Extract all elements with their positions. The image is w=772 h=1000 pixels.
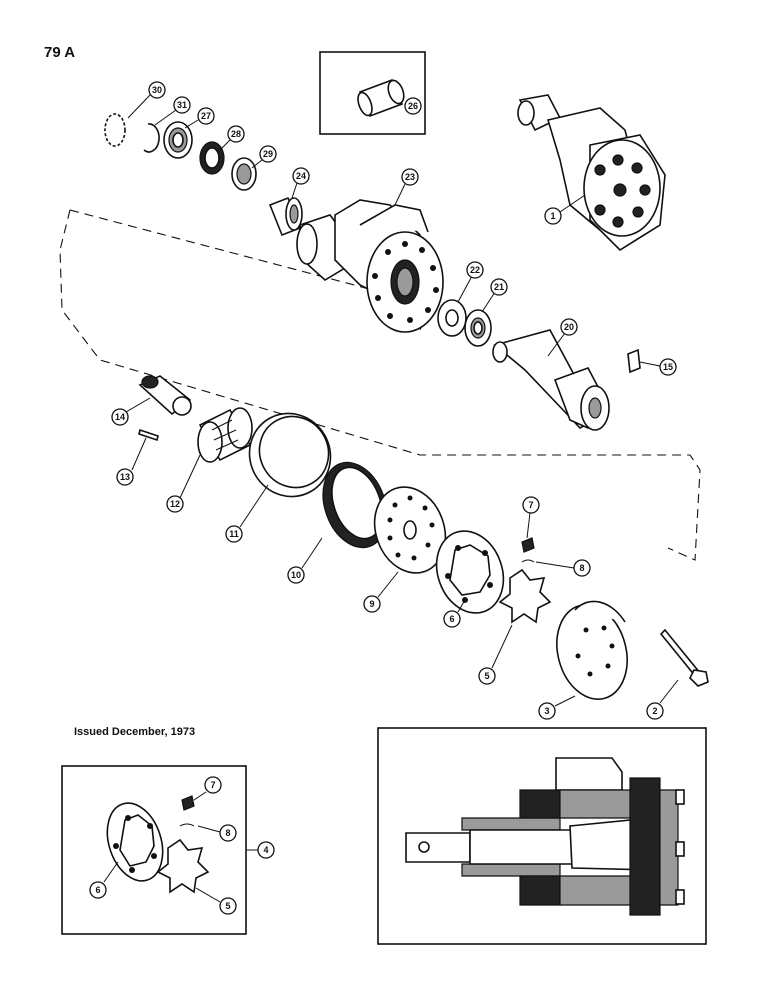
svg-text:5: 5	[225, 901, 230, 911]
callout-8: 8	[573, 559, 591, 577]
callout-3: 3	[538, 702, 556, 720]
svg-text:12: 12	[170, 499, 180, 509]
callout-7: 7	[522, 496, 540, 514]
svg-text:7: 7	[528, 500, 533, 510]
svg-text:11: 11	[229, 529, 239, 539]
svg-text:8: 8	[579, 563, 584, 573]
part-9-wear-plate	[373, 486, 447, 574]
svg-text:6: 6	[95, 885, 100, 895]
svg-text:10: 10	[291, 570, 301, 580]
inset-box-26	[319, 51, 426, 135]
callout-31: 31	[173, 96, 191, 114]
part-8-spring	[521, 559, 535, 563]
part-27-seal	[163, 121, 193, 159]
callout-5: 5	[478, 667, 496, 685]
svg-text:22: 22	[470, 265, 480, 275]
svg-text:28: 28	[231, 129, 241, 139]
svg-text:7: 7	[210, 780, 215, 790]
leader-lines	[125, 94, 679, 707]
callout-12: 12	[166, 495, 184, 513]
svg-text:30: 30	[152, 85, 162, 95]
cross-section-view	[405, 757, 685, 916]
svg-text:3: 3	[544, 706, 549, 716]
inset-vane-7	[181, 795, 195, 811]
callout-24: 24	[292, 167, 310, 185]
callout-14: 14	[111, 408, 129, 426]
part-26-sleeve	[357, 78, 405, 118]
callout-10: 10	[287, 566, 305, 584]
svg-text:14: 14	[115, 412, 125, 422]
svg-text:6: 6	[449, 614, 454, 624]
callout-23: 23	[401, 168, 419, 186]
svg-text:27: 27	[201, 111, 211, 121]
part-5-rotor	[498, 568, 552, 624]
part-22-thrust-washer	[437, 299, 467, 337]
callout-26: 26	[404, 97, 422, 115]
part-29-washer	[231, 157, 257, 191]
callout-20: 20	[560, 318, 578, 336]
svg-text:15: 15	[663, 362, 673, 372]
part-2-bolt	[659, 628, 709, 687]
part-30-lock-washer	[104, 113, 126, 147]
part-21-thrust-bearing	[464, 309, 492, 347]
part-20-output-shaft	[492, 329, 610, 431]
svg-text:31: 31	[177, 100, 187, 110]
part-24-needle-bearing	[268, 196, 303, 237]
svg-text:5: 5	[484, 671, 489, 681]
callout-2: 2	[646, 702, 664, 720]
callout-6-inset: 6	[89, 881, 107, 899]
part-15-key	[627, 348, 641, 374]
part-28-seal	[199, 141, 225, 175]
svg-text:1: 1	[550, 211, 555, 221]
part-6-gerotor-ring	[435, 530, 505, 614]
svg-text:9: 9	[369, 599, 374, 609]
svg-text:4: 4	[263, 845, 268, 855]
callout-4: 4	[257, 841, 275, 859]
part-13-pin	[138, 428, 159, 442]
part-12-needle-bearing	[197, 407, 253, 463]
callout-27: 27	[197, 107, 215, 125]
issue-date: Issued December, 1973	[74, 726, 196, 738]
callout-21: 21	[490, 278, 508, 296]
inset-spring-8	[179, 823, 195, 827]
svg-text:2: 2	[652, 706, 657, 716]
part-14-drive-link	[138, 375, 192, 416]
svg-text:26: 26	[408, 101, 418, 111]
inset-gerotor-ring-6	[106, 802, 164, 882]
part-23-housing	[296, 199, 444, 333]
callout-5-inset: 5	[219, 897, 237, 915]
cross-section-box	[377, 727, 707, 945]
svg-text:13: 13	[120, 472, 130, 482]
callout-11: 11	[225, 525, 243, 543]
callout-22: 22	[466, 261, 484, 279]
callout-8-inset: 8	[219, 824, 237, 842]
svg-text:8: 8	[225, 828, 230, 838]
svg-text:24: 24	[296, 171, 306, 181]
callout-30: 30	[148, 81, 166, 99]
part-7-vane	[521, 537, 535, 553]
inset-rotor-5	[156, 838, 210, 894]
callout-15: 15	[659, 358, 677, 376]
part-31-snap-ring	[143, 123, 160, 153]
part-11-ring	[248, 412, 332, 498]
callout-6: 6	[443, 610, 461, 628]
part-3-end-cap	[556, 600, 628, 700]
callout-1: 1	[544, 207, 562, 225]
callout-28: 28	[227, 125, 245, 143]
callout-9: 9	[363, 595, 381, 613]
page-label: 79 A	[44, 44, 76, 61]
svg-text:20: 20	[564, 322, 574, 332]
svg-text:23: 23	[405, 172, 415, 182]
callout-13: 13	[116, 468, 134, 486]
callout-29: 29	[259, 145, 277, 163]
part-1-motor-assembly	[517, 94, 666, 252]
callout-7-inset: 7	[204, 776, 222, 794]
svg-text:21: 21	[494, 282, 504, 292]
svg-text:29: 29	[263, 149, 273, 159]
part-10-spacer	[322, 461, 388, 549]
